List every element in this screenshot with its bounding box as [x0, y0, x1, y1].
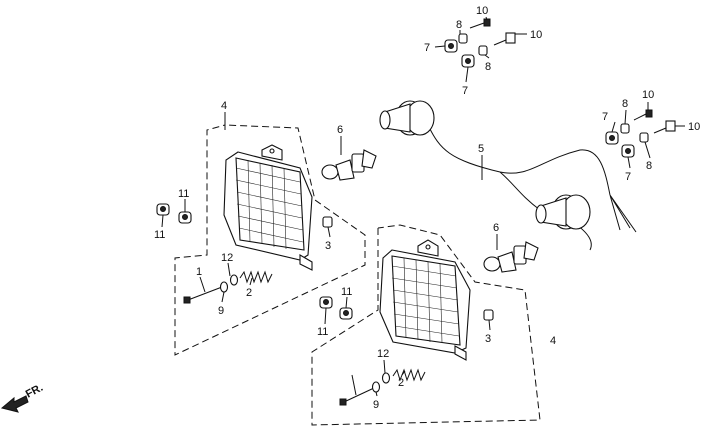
bulb-left — [321, 149, 377, 181]
collar-8c — [620, 123, 630, 134]
callout-7-right-a: 7 — [602, 111, 608, 123]
callout-11-c: 11 — [317, 326, 328, 338]
collar-8a — [458, 33, 468, 44]
callout-12-left: 12 — [221, 252, 233, 264]
callout-11-b: 11 — [178, 188, 189, 200]
washer-9a — [219, 281, 229, 293]
headlight-right — [379, 239, 471, 361]
callout-7-top-a: 7 — [424, 42, 430, 54]
nut-11b — [178, 211, 192, 224]
callout-3-left: 3 — [325, 240, 331, 252]
callout-8-top-b: 8 — [485, 61, 491, 73]
callout-4-right: 4 — [550, 335, 556, 347]
screw-10c — [633, 109, 653, 121]
collar-8d — [639, 132, 649, 143]
callout-8-right-b: 8 — [646, 160, 652, 172]
callout-10-right-b: 10 — [688, 121, 700, 133]
washer-9b — [371, 381, 381, 393]
grommet-7b — [461, 54, 475, 68]
nut-11c — [319, 296, 333, 309]
socket-lower — [535, 194, 591, 230]
spring-2a — [239, 270, 273, 284]
callout-6-right: 6 — [493, 222, 499, 234]
callout-8-right-a: 8 — [622, 98, 628, 110]
callout-2-right: 2 — [398, 377, 404, 389]
screw-10a — [469, 18, 491, 29]
nut-11a — [156, 203, 170, 216]
washer-12a — [229, 274, 239, 286]
spring-2b — [392, 368, 426, 382]
front-direction-indicator: FR. — [0, 382, 45, 413]
bolt-1b — [339, 387, 375, 406]
screw-10d — [653, 120, 676, 134]
front-label: FR. — [24, 382, 45, 401]
callout-10-top-b: 10 — [530, 29, 542, 41]
callout-5: 5 — [478, 143, 484, 155]
callout-11-d: 11 — [341, 286, 352, 298]
callout-10-right-a: 10 — [642, 89, 654, 101]
screw-10b — [493, 32, 516, 46]
group-outline-right — [311, 224, 541, 426]
grommet-7d — [621, 144, 635, 158]
leader-lines — [161, 16, 685, 397]
group-outline-left — [174, 124, 366, 356]
collar-8b — [478, 45, 488, 56]
grommet-7a — [444, 39, 458, 53]
headlight-left — [223, 144, 313, 271]
nut-3b — [483, 309, 494, 321]
callout-2-left: 2 — [246, 287, 252, 299]
callout-12-right: 12 — [377, 348, 389, 360]
bolt-1a — [183, 286, 223, 304]
nut-3a — [322, 216, 333, 228]
washer-12b — [381, 372, 391, 384]
callout-6-left: 6 — [337, 124, 343, 136]
socket-upper — [379, 100, 435, 136]
callout-9-left: 9 — [218, 305, 224, 317]
grommet-7c — [605, 131, 619, 145]
callout-8-top-a: 8 — [456, 19, 462, 31]
callout-11-a: 11 — [154, 229, 165, 241]
callout-7-top-b: 7 — [462, 85, 468, 97]
wire-harness — [427, 124, 637, 251]
callout-4-left: 4 — [221, 100, 227, 112]
callout-7-right-b: 7 — [625, 171, 631, 183]
callout-3-right: 3 — [485, 333, 491, 345]
callout-10-top-a: 10 — [476, 5, 488, 17]
callout-1: 1 — [196, 266, 202, 278]
front-arrow-icon — [0, 395, 29, 413]
callout-9-right: 9 — [373, 399, 379, 411]
bulb-right — [483, 241, 539, 273]
nut-11d — [339, 307, 353, 320]
